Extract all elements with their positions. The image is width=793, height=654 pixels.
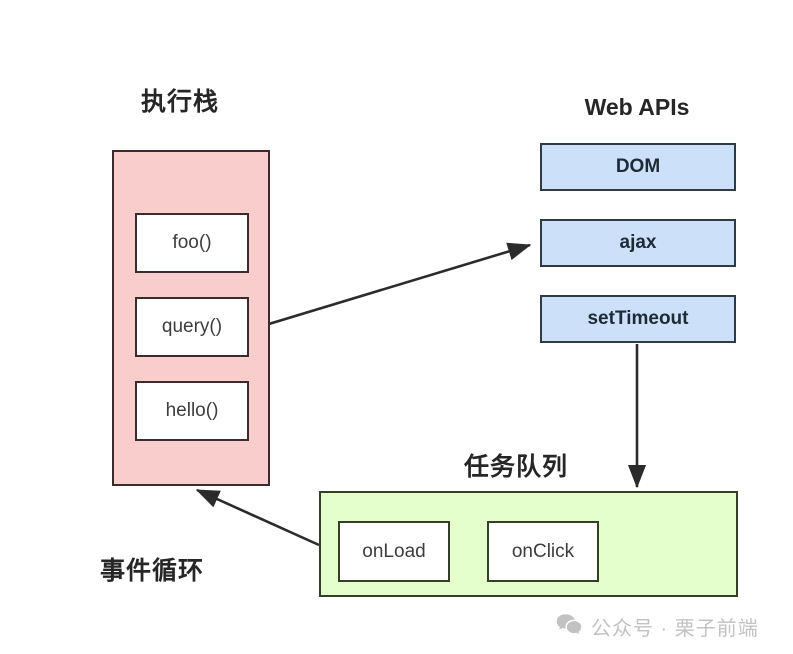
watermark: 公众号 · 栗子前端	[556, 612, 759, 641]
web-api-box-settimeout: setTimeout	[540, 295, 736, 343]
call-stack-frame: hello()	[135, 381, 249, 441]
web-api-box-dom: DOM	[540, 143, 736, 191]
task-queue-title: 任务队列	[463, 453, 568, 481]
task-queue-item-onclick: onClick	[487, 521, 599, 582]
call-stack-frame: foo()	[135, 213, 249, 273]
call-stack-title: 执行栈	[140, 88, 219, 116]
watermark-text: 公众号 · 栗子前端	[591, 618, 759, 640]
task-queue-container: onLoad onClick	[319, 491, 738, 597]
call-stack-frame: query()	[135, 297, 249, 357]
call-stack-container: foo() query() hello()	[112, 150, 270, 486]
web-apis-title: Web APIs	[584, 94, 690, 120]
arrow-query-to-ajax	[248, 242, 532, 332]
wechat-icon	[556, 613, 582, 641]
event-loop-label: 事件循环	[100, 557, 205, 585]
web-api-box-ajax: ajax	[540, 219, 736, 267]
task-queue-item-onload: onLoad	[338, 521, 450, 582]
arrow-task-queue-to-call-stack	[195, 488, 320, 547]
